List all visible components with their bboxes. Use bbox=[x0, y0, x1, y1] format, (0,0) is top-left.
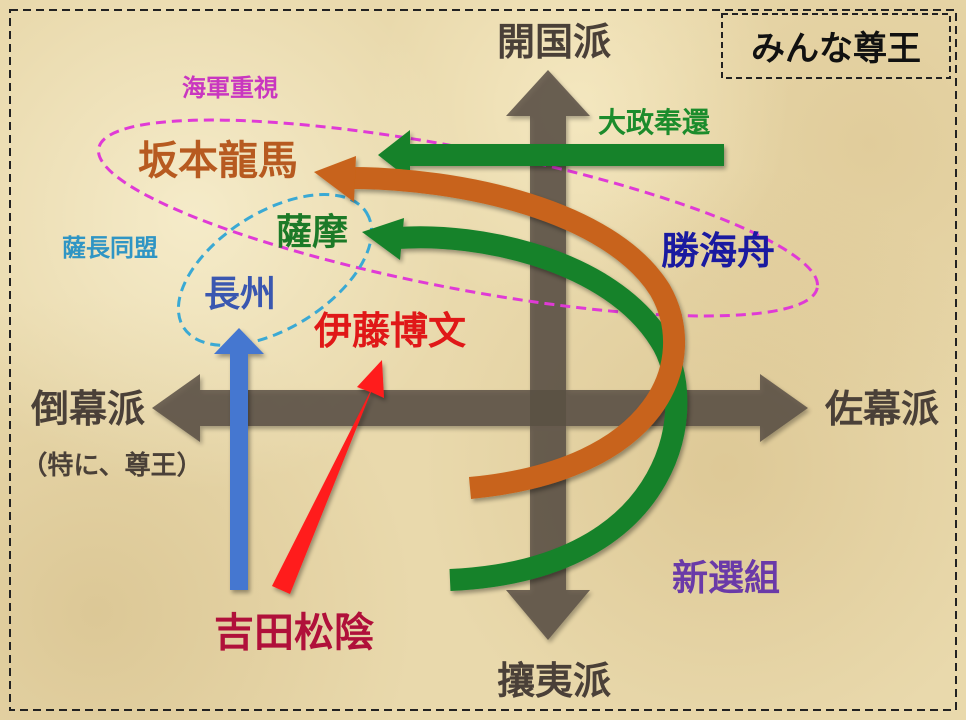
green-curved-arrowhead bbox=[362, 218, 404, 260]
axis-label-left-sub: （特に、尊王） bbox=[21, 450, 202, 481]
vertical-axis-arrow bbox=[506, 70, 590, 640]
red-arrow bbox=[272, 360, 384, 594]
label-shinsengumi: 新選組 bbox=[672, 558, 780, 599]
alliance-ellipse bbox=[176, 193, 374, 347]
horizontal-axis-arrow bbox=[152, 374, 808, 442]
label-taisei-hokan: 大政奉還 bbox=[598, 106, 711, 139]
axis-label-top: 開国派 bbox=[497, 20, 611, 64]
label-katsu: 勝海舟 bbox=[661, 229, 775, 273]
axis-label-right: 佐幕派 bbox=[824, 387, 939, 431]
label-satsuma: 薩摩 bbox=[276, 212, 348, 253]
label-ito: 伊藤博文 bbox=[313, 309, 466, 353]
label-ryoma: 坂本龍馬 bbox=[138, 138, 298, 184]
arrows bbox=[214, 130, 724, 594]
navy-group-label: 海軍重視 bbox=[182, 74, 278, 102]
alliance-group-label: 薩長同盟 bbox=[62, 234, 158, 262]
corner-label: みんな尊王 bbox=[751, 29, 921, 69]
blue-arrow bbox=[214, 328, 264, 590]
corner-label-box bbox=[721, 13, 951, 79]
axis-label-left: 倒幕派 bbox=[30, 387, 145, 431]
page-border bbox=[9, 9, 957, 711]
taisei-hokan-arrow bbox=[378, 130, 724, 180]
orange-curved-arrowhead bbox=[314, 156, 356, 202]
orange-curved-arrow bbox=[349, 167, 685, 499]
navy-ellipse bbox=[96, 118, 820, 318]
axis-label-bottom: 攘夷派 bbox=[497, 659, 611, 703]
label-choshu: 長州 bbox=[204, 274, 276, 315]
label-yoshida: 吉田松陰 bbox=[214, 610, 374, 656]
